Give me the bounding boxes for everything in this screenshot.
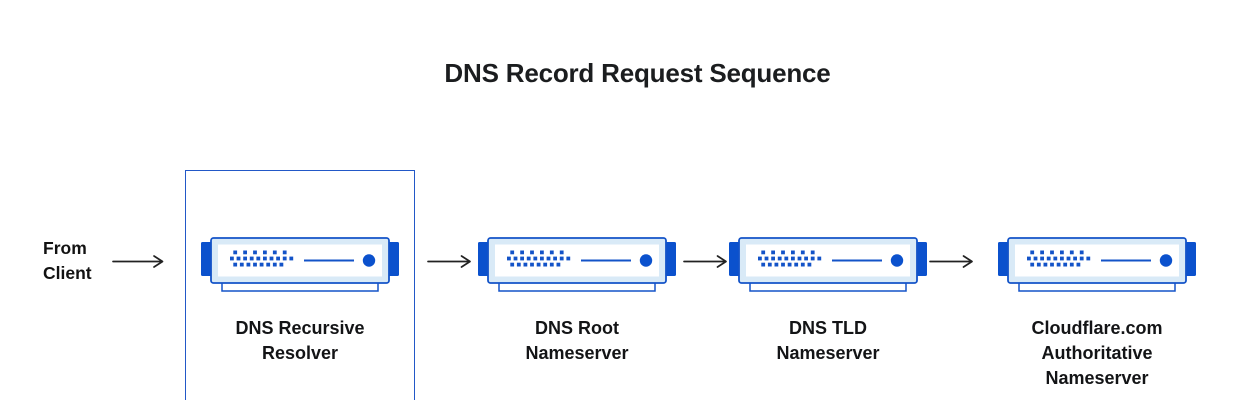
node-label: DNS Recursive Resolver — [190, 316, 410, 366]
node-label: DNS TLD Nameserver — [718, 316, 938, 366]
node-dns-root-nameserver: DNS Root Nameserver — [467, 237, 687, 363]
server-icon — [998, 237, 1196, 293]
from-client-line1: From — [43, 238, 87, 258]
node-cloudflare-authoritative-nameserver: Cloudflare.com Authoritative Nameserver — [987, 237, 1207, 388]
server-icon — [478, 237, 676, 293]
arrow-right-icon — [427, 253, 472, 270]
node-label-line: DNS TLD — [789, 318, 867, 338]
node-label-line: Nameserver — [776, 342, 880, 363]
node-dns-tld-nameserver: DNS TLD Nameserver — [718, 237, 938, 363]
node-label-line: DNS Recursive — [235, 318, 365, 338]
node-label-line: Nameserver — [1045, 367, 1149, 388]
highlight-box — [185, 170, 415, 400]
node-label-line: DNS Root — [535, 318, 619, 338]
server-icon — [729, 237, 927, 293]
node-dns-recursive-resolver: DNS Recursive Resolver — [190, 237, 410, 363]
node-label-line: Nameserver — [525, 342, 629, 363]
node-label-line: Resolver — [261, 342, 339, 363]
node-label-line: Cloudflare.com — [1031, 318, 1163, 338]
node-label: Cloudflare.com Authoritative Nameserver — [987, 316, 1207, 390]
diagram-title: DNS Record Request Sequence — [444, 58, 831, 88]
node-label: DNS Root Nameserver — [467, 316, 687, 366]
from-client-label: From Client — [43, 236, 92, 286]
node-label-line: Authoritative — [1041, 342, 1153, 363]
from-client-line2: Client — [43, 263, 92, 283]
arrow-right-icon — [112, 253, 165, 270]
server-icon — [201, 237, 399, 293]
